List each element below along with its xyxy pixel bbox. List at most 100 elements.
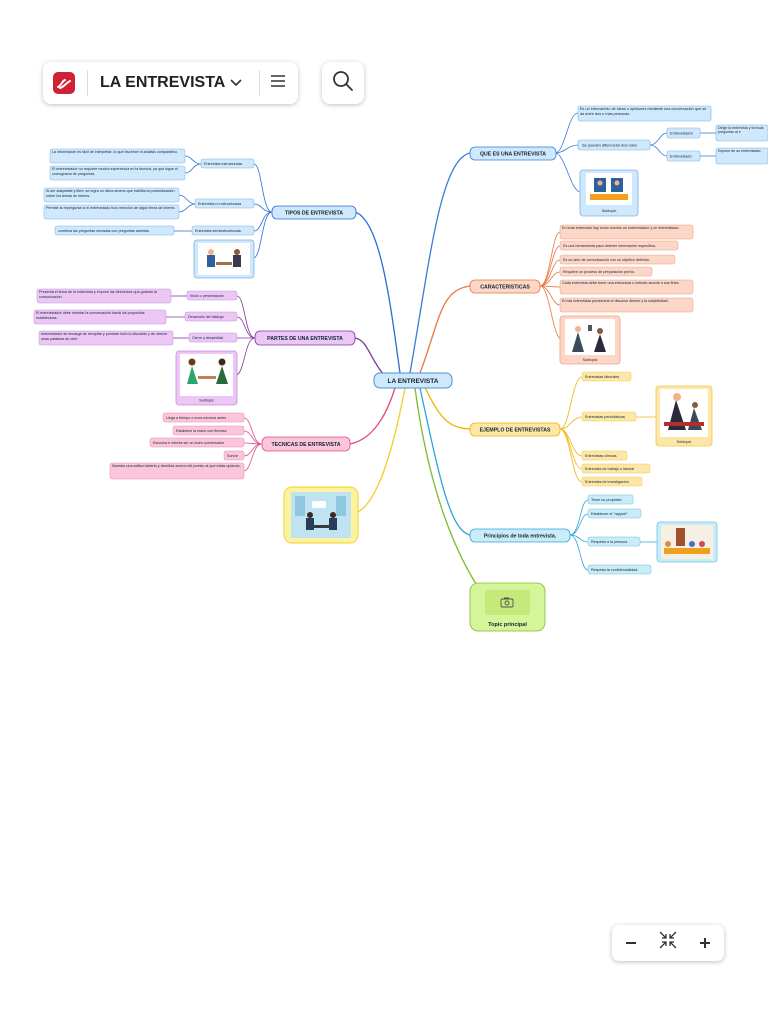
tipos-semi-d1[interactable]: combina las preguntas cerradas con pregu… [54,225,175,236]
caract-item-5[interactable]: En las entrevistas predomina el discurso… [559,297,694,313]
partes-inicio[interactable]: Inicio o presentación [186,290,238,301]
chevron-down-icon[interactable] [229,74,243,92]
caract-item-2[interactable]: Es un acto de comunicación con un objeti… [559,254,676,265]
node-caracteristicas[interactable]: CARACTERISTICAS [469,279,541,294]
tipos-no-estructurada-d1[interactable]: Al ser adaptable y libre, se logra un cl… [43,187,180,203]
branch-tipos [354,211,401,374]
collapse-arrows-icon [658,930,678,956]
caract-item-0[interactable]: En toda entrevista hay como mínimo un en… [559,224,694,240]
svg-text:Es una herramienta para obtene: Es una herramienta para obtener informac… [563,244,656,248]
principios-item-0[interactable]: Tener un propósito [587,494,634,505]
divider [87,70,88,96]
title-bar: LA ENTREVISTA [43,62,298,104]
partes-cierre[interactable]: Cierre y despedida [188,332,238,343]
svg-text:Entrevistas periodísticas: Entrevistas periodísticas [585,415,625,419]
search-icon [332,70,354,97]
svg-text:EJEMPLO DE ENTREVISTAS: EJEMPLO DE ENTREVISTAS [480,428,551,434]
branch-tecnicas [349,387,396,445]
node-entrevistador[interactable]: Entrevistador [666,127,701,139]
xmind-logo-icon[interactable] [53,72,75,94]
tecnicas-item-2[interactable]: Escucha e intenta ser un buen conversado… [149,437,245,448]
partes-inicio-d[interactable]: Presenta el tema de la entrevista y expo… [36,288,172,304]
svg-text:Desarrollo del diálogo: Desarrollo del diálogo [188,315,224,319]
principios-item-2[interactable]: Respetar a la persona [587,536,641,547]
ejemplo-item-2[interactable]: Entrevistas clínicas [581,450,628,461]
tipos-semi[interactable]: Entrevista semiestructurada [191,225,255,236]
svg-text:Entrevistador: Entrevistador [670,131,694,136]
ejemplo-item-4[interactable]: Entrevista de investigación [581,476,643,487]
partes-desarrollo-d[interactable]: El entrevistador debe orientar la conver… [33,309,167,325]
image-principios[interactable] [656,521,718,563]
tecnicas-item-4[interactable]: Muestra una actitud abierta y decidida a… [109,462,245,480]
fit-to-screen-button[interactable] [653,928,683,958]
menu-button[interactable] [270,74,286,93]
image-ejemplo[interactable]: Subtopic [655,385,713,447]
zoom-controls [612,925,724,961]
image-partes[interactable]: Subtopic [175,350,238,406]
svg-text:combina las preguntas cerradas: combina las preguntas cerradas con pregu… [58,229,150,233]
node-entrevistado[interactable]: Entrevistado [666,150,701,162]
image-tipos[interactable] [193,239,255,279]
image-caracteristicas-caption: Subtopic [583,358,598,362]
tipos-no-estructurada[interactable]: Entrevista no estructurada [194,198,255,209]
svg-text:TIPOS DE ENTREVISTA: TIPOS DE ENTREVISTA [285,211,343,217]
branch-topic [414,387,481,591]
tecnicas-item-0[interactable]: Llega a tiempo o unos minutos antes [162,412,245,423]
partes-desarrollo[interactable]: Desarrollo del diálogo [184,311,238,322]
root-label: LA ENTREVISTA [388,378,439,385]
root-node[interactable]: LA ENTREVISTA [373,372,453,389]
zoom-in-button[interactable] [690,928,720,958]
image-partes-caption: Subtopic [199,399,214,403]
tipos-estructurada-d1[interactable]: La información es fácil de interpretar, … [49,148,186,164]
branch-principios [419,387,471,536]
node-tipos[interactable]: TIPOS DE ENTREVISTA [271,205,357,220]
svg-text:Tener un propósito: Tener un propósito [591,498,622,502]
svg-text:Entrevistas clínicas: Entrevistas clínicas [585,454,617,458]
branch-que-es [409,152,471,374]
search-button[interactable] [322,62,364,104]
caract-item-4[interactable]: Cada entrevista debe tener una estructur… [559,279,694,295]
tipos-estructurada[interactable]: Entrevista estructurada [200,158,255,169]
branch-image [357,387,406,513]
tipos-no-estructurada-d2[interactable]: Permite la repregunta si el entrevistado… [43,204,180,220]
node-tecnicas[interactable]: TECNICAS DE ENTREVISTA [261,436,351,452]
divider [259,70,261,96]
svg-text:Entrevista de trabajo o labora: Entrevista de trabajo o laboral [585,467,634,471]
node-que-es-roles[interactable]: Se pueden diferenciar dos roles [577,139,651,151]
node-entrevistador-desc[interactable]: Dirige la entrevista y formula preguntas… [715,124,768,142]
ejemplo-item-1[interactable]: Entrevistas periodísticas [581,411,637,422]
tipos-estructurada-d2[interactable]: El entrevistador no requiere mucha exper… [49,165,186,181]
tecnicas-item-1[interactable]: Establece la mano con firmeza [172,425,245,436]
svg-text:Llega a tiempo o unos minutos: Llega a tiempo o unos minutos antes [166,416,226,420]
partes-cierre-d[interactable]: entrevistador se encarga de recopilar y … [38,330,174,346]
node-principios[interactable]: Principios de toda entrevista. [469,528,571,543]
svg-text:Cierre y despedida: Cierre y despedida [192,336,224,340]
branch-partes [354,337,386,377]
node-partes[interactable]: PARTES DE UNA ENTREVISTA [254,330,356,346]
branch-caract [419,285,471,374]
principios-item-3[interactable]: Respetar la confidencialidad. [587,564,652,575]
zoom-out-button[interactable] [616,928,646,958]
image-entrevista-yellow[interactable] [283,486,359,544]
map-title[interactable]: LA ENTREVISTA [100,74,226,91]
image-caracteristicas[interactable]: Subtopic [559,315,621,365]
ejemplo-item-3[interactable]: Entrevista de trabajo o laboral [581,463,651,474]
caract-item-3[interactable]: Requiere un proceso de preparación previ… [559,266,653,277]
node-ejemplo[interactable]: EJEMPLO DE ENTREVISTAS [469,422,561,437]
minus-icon [625,932,637,955]
node-topic-principal[interactable]: Topic principal [469,582,546,632]
principios-item-1[interactable]: Establecer el "rapport" [587,508,642,519]
ejemplo-item-0[interactable]: Entrevistas laborales [581,371,632,382]
svg-text:Inicio o presentación: Inicio o presentación [190,294,224,298]
node-que-es[interactable]: QUE ES UNA ENTREVISTA [469,146,557,161]
tecnicas-item-3[interactable]: Sonríe [223,450,245,461]
node-entrevistado-desc[interactable]: Expone de su entrevistado [715,147,768,165]
svg-text:Es un acto de comunicación con: Es un acto de comunicación con un objeti… [563,258,650,262]
svg-text:Sonríe: Sonríe [227,454,238,458]
node-que-es-def[interactable]: Es un intercambio de ideas u opiniones m… [577,105,712,122]
caract-item-1[interactable]: Es una herramienta para obtener informac… [559,240,679,251]
svg-text:Entrevista estructurada: Entrevista estructurada [204,162,243,166]
svg-text:Respetar a la persona: Respetar a la persona [591,540,628,544]
image-que-es[interactable]: Subtopic [579,169,639,217]
